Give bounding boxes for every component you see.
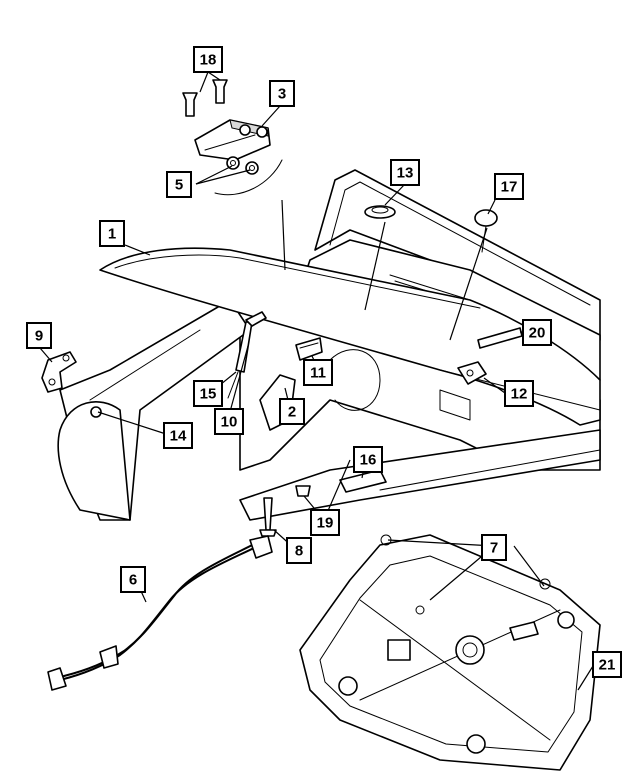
callout-12: 12 [504, 380, 534, 407]
callout-label: 7 [490, 540, 498, 557]
bumper-14 [90, 406, 102, 418]
hinge-bolts [182, 79, 228, 117]
callout-17: 17 [494, 173, 524, 200]
callout-label: 5 [175, 177, 183, 194]
callout-label: 21 [599, 657, 616, 674]
callout-label: 13 [397, 165, 414, 182]
callout-label: 17 [501, 179, 518, 196]
hood-hinge-assembly [194, 119, 271, 161]
callout-19: 19 [310, 509, 340, 536]
grommet-13 [364, 205, 396, 219]
callout-8: 8 [286, 537, 312, 564]
callout-11: 11 [303, 359, 333, 386]
callout-14: 14 [163, 422, 193, 449]
callout-16: 16 [353, 446, 383, 473]
callout-label: 6 [129, 572, 137, 589]
callout-label: 14 [170, 428, 187, 445]
callout-label: 12 [511, 386, 528, 403]
callout-label: 20 [529, 325, 546, 342]
callout-9: 9 [26, 322, 52, 349]
callout-13: 13 [390, 159, 420, 186]
callout-20: 20 [522, 319, 552, 346]
callout-7: 7 [481, 534, 507, 561]
hinge-nuts [226, 156, 259, 175]
callout-21: 21 [592, 651, 622, 678]
callout-label: 10 [221, 414, 238, 431]
callout-6: 6 [120, 566, 146, 593]
callout-label: 16 [360, 452, 377, 469]
callout-label: 3 [278, 86, 286, 103]
callout-label: 19 [317, 515, 334, 532]
bracket-16 [339, 469, 387, 493]
striker-8 [259, 497, 277, 537]
callout-label: 18 [200, 52, 217, 69]
callout-label: 9 [35, 328, 43, 345]
callout-5: 5 [166, 171, 192, 198]
prop-rod-clip-11 [295, 337, 323, 361]
callout-label: 2 [288, 404, 296, 421]
callout-label: 11 [310, 365, 326, 382]
callout-label: 1 [108, 226, 116, 243]
washer-nozzle-12 [457, 361, 487, 385]
hood-latch [41, 351, 77, 393]
hood-release-cable [47, 535, 273, 691]
callout-3: 3 [269, 80, 295, 107]
hood-silencer-pad [299, 534, 601, 771]
callout-label: 15 [200, 386, 217, 403]
callout-1: 1 [99, 220, 125, 247]
hinge-detail-arc [214, 159, 283, 196]
callout-2: 2 [279, 398, 305, 425]
bumper-17 [474, 209, 498, 253]
callout-18: 18 [193, 46, 223, 73]
callout-label: 8 [295, 543, 303, 560]
callout-15: 15 [193, 380, 223, 407]
callout-10: 10 [214, 408, 244, 435]
fastener-19 [295, 485, 311, 497]
